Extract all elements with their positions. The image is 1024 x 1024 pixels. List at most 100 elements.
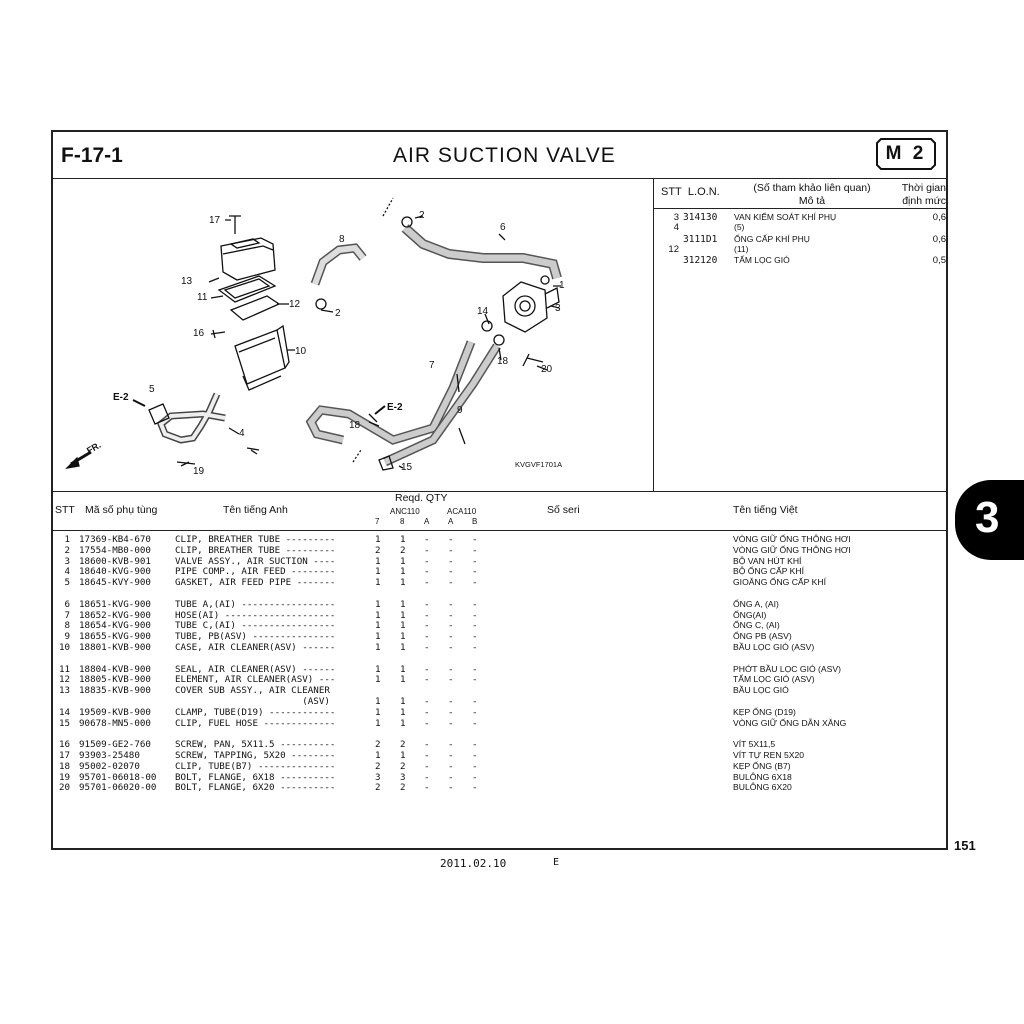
row-name-en: (ASV) [175, 696, 330, 707]
row-qty: - [448, 706, 454, 718]
row-number: 14 [59, 706, 71, 718]
callout-14: 14 [477, 306, 489, 317]
lon-header-desc-text: Mô tả [798, 195, 826, 207]
lon-row-desc: ỐNG CẤP KHÍ PHỤ [734, 234, 810, 244]
lon-header-time2: định mức [902, 195, 946, 207]
row-part-number: 18655-KVG-900 [79, 631, 151, 643]
row-qty: - [448, 663, 454, 675]
row-part-number: 90678-MN5-000 [79, 717, 151, 729]
row-part-number: 18645-KVY-900 [79, 577, 151, 589]
row-qty: - [448, 642, 454, 653]
row-qty: - [448, 696, 454, 707]
row-name-vn: KẸP ỐNG (D19) [733, 706, 796, 717]
callout-18a: 18 [497, 356, 509, 367]
col-anc110: ANC110 [390, 507, 420, 516]
callout-3: 3 [555, 303, 561, 314]
row-qty: 1 [400, 609, 406, 621]
row-name-en: CLAMP, TUBE(D19) ------------ [175, 706, 336, 718]
callout-18b: 18 [349, 420, 361, 431]
row-name-en: SCREW, PAN, 5X11.5 ---------- [175, 739, 336, 751]
row-qty: 1 [375, 706, 381, 718]
row-name-vn: BULÔNG 6X20 [733, 782, 792, 793]
col-a2: A [448, 517, 454, 526]
row-number: 1 [59, 534, 71, 545]
row-name-en: GASKET, AIR FEED PIPE ------- [175, 577, 336, 589]
row-qty: - [472, 598, 478, 610]
row-name-vn: ỐNG A, (AI) [733, 598, 779, 609]
lon-row-desc: (11) [734, 244, 749, 254]
row-name-vn: BỘ VAN HÚT KHÍ [733, 555, 802, 566]
e2-label-b: E-2 [387, 402, 403, 413]
labor-operation-panel: STT L.O.N. (Số tham khảo liên quan)Mô tả… [653, 178, 948, 491]
col-name-en: Tên tiếng Anh [223, 504, 288, 516]
lon-row-stt: 4 [673, 222, 679, 233]
row-name-en: BOLT, FLANGE, 6X18 ---------- [175, 771, 336, 783]
row-qty: 1 [400, 566, 406, 578]
lon-row-desc: TẤM LỌC GIÓ [734, 255, 790, 265]
lon-row-time: 0,6 [932, 234, 946, 245]
callout-15: 15 [401, 462, 413, 473]
row-qty: - [448, 566, 454, 578]
model-badge-text: M 2 [885, 143, 927, 164]
row-name-en: VALVE ASSY., AIR SUCTION ---- [175, 555, 336, 567]
footer-date: 2011.02.10 [440, 857, 507, 870]
figure-title: AIR SUCTION VALVE [393, 144, 616, 167]
row-qty: - [424, 544, 430, 556]
row-name-vn: VÒNG GIỮ ỐNG THÔNG HƠI [733, 544, 851, 555]
lon-header-rule [653, 208, 948, 209]
row-qty: - [424, 739, 430, 751]
row-qty: - [424, 566, 430, 578]
row-part-number: 91509-GE2-760 [79, 739, 151, 751]
row-qty: - [472, 566, 478, 578]
row-qty: 1 [375, 717, 381, 729]
exploded-diagram: 1 2 2 3 4 5 6 7 8 9 10 11 12 13 14 15 16… [53, 178, 654, 491]
callout-19a: 19 [193, 466, 205, 477]
lon-row-time: 0,6 [932, 212, 946, 223]
callout-6: 6 [500, 222, 506, 233]
col-7: 7 [375, 517, 380, 526]
row-part-number: 18804-KVB-900 [79, 663, 151, 675]
row-number: 7 [59, 609, 71, 621]
lon-row-code: 312120 [683, 255, 718, 266]
col-name-vn: Tên tiếng Việt [733, 504, 798, 516]
row-name-vn: VÒNG GIỮ ỐNG THÔNG HƠI [733, 534, 851, 544]
col-a: A [424, 517, 430, 526]
row-qty: 1 [400, 663, 406, 675]
row-name-en: SCREW, TAPPING, 5X20 -------- [175, 750, 336, 761]
row-part-number: 18600-KVB-901 [79, 555, 151, 567]
row-name-vn: GIOĂNG ỐNG CẤP KHÍ [733, 577, 826, 588]
row-qty: 1 [375, 631, 381, 643]
callout-13: 13 [181, 276, 193, 287]
row-number: 20 [59, 782, 71, 794]
row-qty: - [424, 771, 430, 783]
col-part-no: Mã số phụ tùng [85, 504, 158, 516]
row-qty: 2 [400, 782, 406, 794]
row-part-number: 18805-KVB-900 [79, 674, 151, 686]
row-name-en: CLIP, TUBE(B7) -------------- [175, 760, 336, 772]
row-name-en: SEAL, AIR CLEANER(ASV) ------ [175, 663, 336, 675]
col-b: B [472, 517, 478, 526]
callout-1: 1 [559, 280, 565, 291]
row-qty: 1 [375, 577, 381, 589]
row-qty: 1 [400, 577, 406, 589]
lon-header-stt: STT [661, 186, 682, 198]
row-number: 10 [59, 642, 71, 653]
lon-header-desc: (Số tham khảo liên quan)Mô tả [751, 182, 873, 208]
row-part-number: 18835-KVB-900 [79, 685, 151, 697]
row-part-number: 17369-KB4-670 [79, 534, 151, 545]
row-qty: - [424, 717, 430, 729]
callout-20: 20 [541, 364, 553, 375]
row-qty: - [424, 674, 430, 686]
row-name-vn: BẦU LỌC GIÓ (ASV) [733, 642, 815, 652]
row-qty: - [424, 696, 430, 707]
